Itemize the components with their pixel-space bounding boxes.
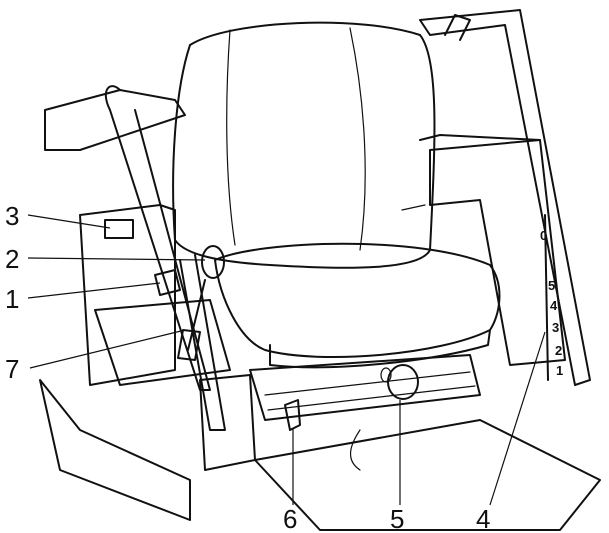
base-floor [254, 419, 601, 531]
roll-bar [419, 9, 591, 386]
callout-6: 6 [283, 504, 297, 533]
scale-mark-3: 3 [552, 320, 559, 335]
scale-mark-2: 2 [555, 343, 562, 358]
callout-2: 2 [5, 244, 19, 274]
right-side-panel [419, 134, 566, 366]
seat-rails [249, 354, 481, 421]
scale-mark-0: 0 [540, 228, 547, 243]
slide-lever [284, 399, 301, 431]
leader-3 [27, 214, 111, 229]
leader-1 [27, 282, 161, 299]
leader-4 [489, 331, 546, 506]
scale-mark-5: 5 [548, 278, 555, 293]
callout-1: 1 [5, 284, 19, 314]
leader-7 [29, 329, 186, 369]
callout-labels: 3 2 1 7 4 5 6 [5, 201, 490, 533]
callout-4: 4 [476, 504, 490, 533]
small-lever [154, 269, 181, 296]
height-scale: 0 5 4 3 2 1 [540, 214, 563, 381]
seat-backrest [172, 21, 436, 269]
control-console [79, 204, 231, 386]
adjustment-knob [380, 364, 419, 400]
seat-cushion [214, 242, 501, 369]
scale-mark-1: 1 [556, 363, 563, 378]
display-unit [104, 219, 134, 239]
callout-lines [27, 214, 546, 506]
callout-5: 5 [390, 504, 404, 533]
left-frame [39, 85, 211, 521]
scale-mark-4: 4 [550, 298, 558, 313]
callout-3: 3 [5, 201, 19, 231]
leader-2 [27, 257, 206, 261]
callout-7: 7 [5, 354, 19, 384]
